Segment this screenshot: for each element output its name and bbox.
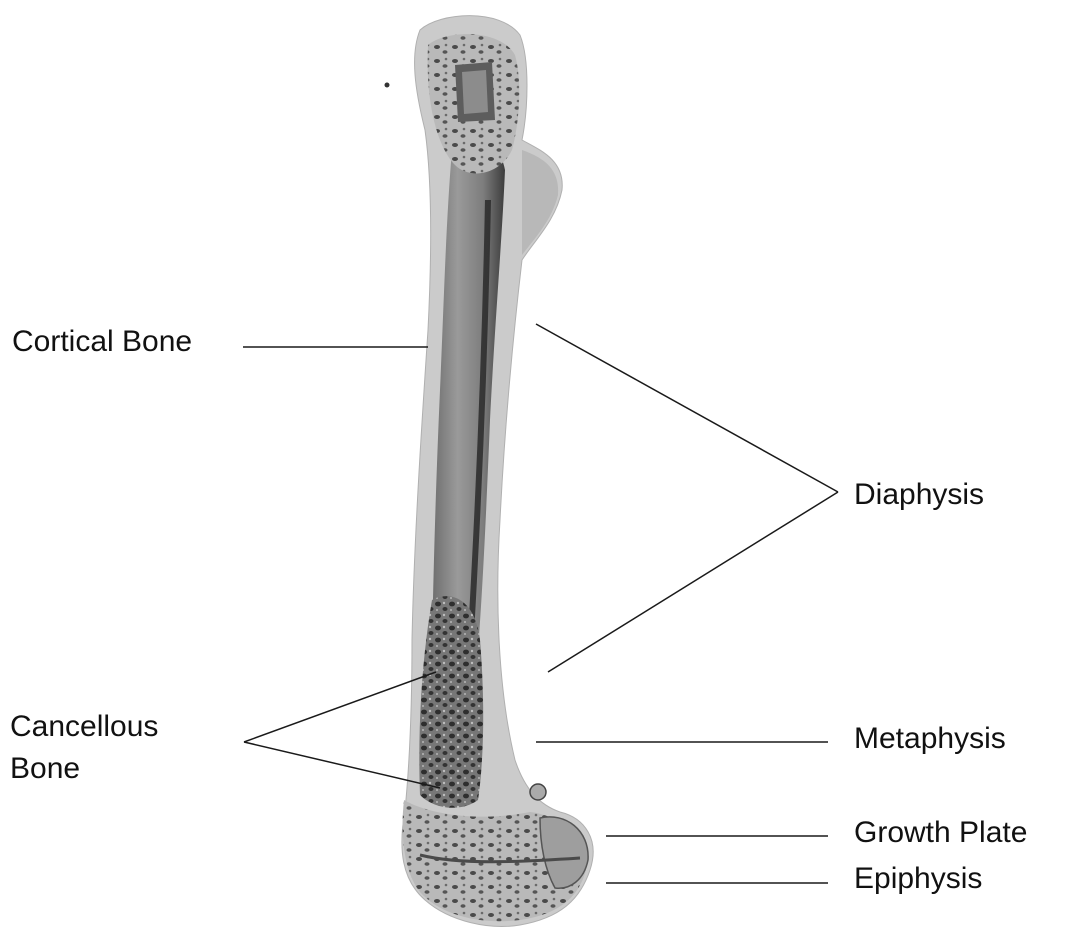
leader-diaphysis-upper [536, 324, 838, 492]
label-cancellous-line1: Cancellous [10, 706, 158, 748]
label-diaphysis: Diaphysis [854, 474, 984, 516]
label-epiphysis: Epiphysis [854, 858, 982, 900]
label-cortical-bone: Cortical Bone [12, 321, 192, 363]
cancellous-bone-region [419, 596, 483, 808]
leader-diaphysis-lower [548, 492, 838, 672]
leader-cancellous-upper [244, 672, 436, 742]
label-growth-plate: Growth Plate [854, 812, 1027, 854]
label-cancellous-bone: Cancellous Bone [10, 706, 158, 790]
label-metaphysis: Metaphysis [854, 718, 1006, 760]
label-cancellous-line2: Bone [10, 748, 158, 790]
